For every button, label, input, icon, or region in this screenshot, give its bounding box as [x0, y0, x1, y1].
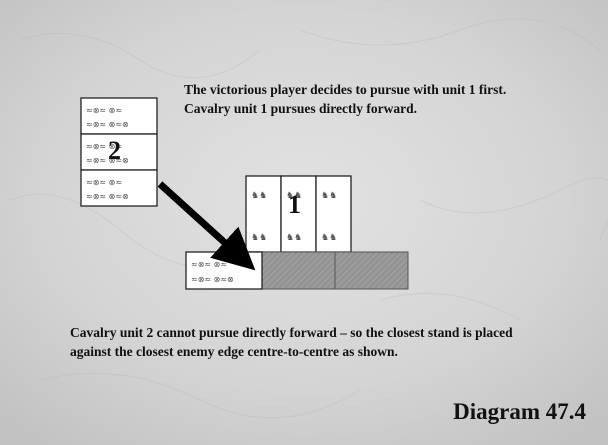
svg-text:≈⊗≈ ⊗≈⊗: ≈⊗≈ ⊗≈⊗ [191, 275, 234, 284]
cavalry-stand: ≈⊗≈ ⊗≈ ≈⊗≈ ⊗≈⊗ [80, 133, 158, 171]
unit-2: ≈⊗≈ ⊗≈ ≈⊗≈ ⊗≈⊗ ≈⊗≈ ⊗≈ ≈⊗≈ ⊗≈⊗ ≈⊗≈ ⊗≈ ≈⊗≈… [80, 97, 158, 207]
svg-text:♞♞: ♞♞ [286, 191, 302, 201]
svg-text:♞♞: ♞♞ [286, 233, 302, 243]
svg-text:≈⊗≈ ⊗≈: ≈⊗≈ ⊗≈ [191, 260, 227, 269]
caption-bottom: Cavalry unit 2 cannot pursue directly fo… [70, 325, 513, 359]
enemy-stand [334, 251, 409, 290]
enemy-stand [261, 251, 336, 290]
svg-text:♞♞: ♞♞ [321, 233, 337, 243]
pursuit-arrow [157, 181, 256, 271]
cavalry-stand: ♞♞ ♞♞ [315, 175, 352, 253]
cavalry-stand: ≈⊗≈ ⊗≈ ≈⊗≈ ⊗≈⊗ [80, 169, 158, 207]
unit-1-label: 1 [288, 190, 301, 219]
svg-text:♞♞: ♞♞ [251, 233, 267, 243]
unit-2-label: 2 [108, 136, 121, 165]
svg-text:≈⊗≈ ⊗≈⊗: ≈⊗≈ ⊗≈⊗ [86, 120, 129, 129]
cavalry-stand: ♞♞ ♞♞ [280, 175, 317, 253]
svg-text:≈⊗≈ ⊗≈: ≈⊗≈ ⊗≈ [86, 142, 122, 151]
caption-top: The victorious player decides to pursue … [184, 82, 507, 116]
pursuing-stand: ≈⊗≈ ⊗≈ ≈⊗≈ ⊗≈⊗ [185, 251, 263, 290]
cavalry-stand: ≈⊗≈ ⊗≈ ≈⊗≈ ⊗≈⊗ [80, 97, 158, 135]
svg-text:♞♞: ♞♞ [251, 191, 267, 201]
background-texture [9, 18, 608, 419]
enemy-stands [261, 251, 409, 290]
diagram-label: Diagram 47.4 [453, 399, 586, 424]
svg-text:≈⊗≈ ⊗≈: ≈⊗≈ ⊗≈ [86, 178, 122, 187]
svg-text:♞♞: ♞♞ [321, 191, 337, 201]
svg-text:≈⊗≈ ⊗≈⊗: ≈⊗≈ ⊗≈⊗ [86, 156, 129, 165]
svg-text:≈⊗≈ ⊗≈: ≈⊗≈ ⊗≈ [86, 106, 122, 115]
cavalry-stand: ♞♞ ♞♞ [245, 175, 282, 253]
svg-text:≈⊗≈ ⊗≈⊗: ≈⊗≈ ⊗≈⊗ [86, 192, 129, 201]
